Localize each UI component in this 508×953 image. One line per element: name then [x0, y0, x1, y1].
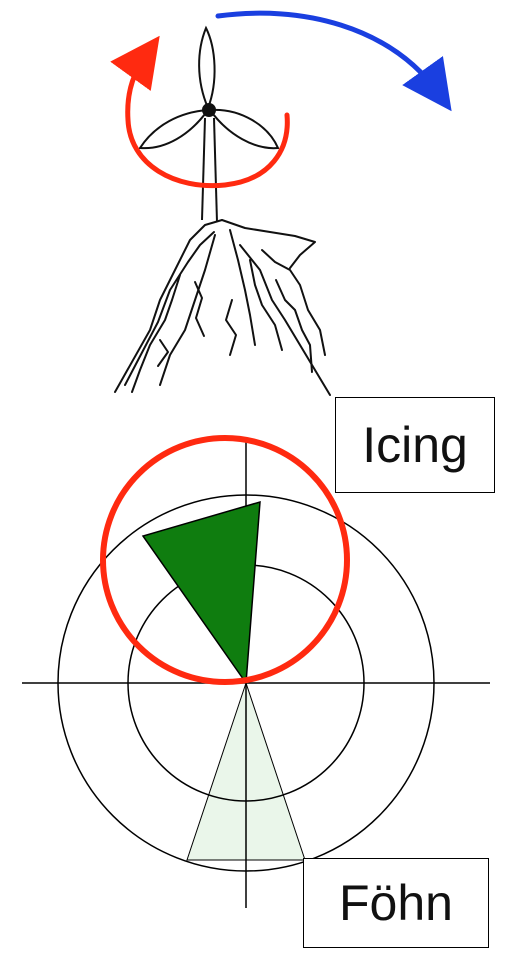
- turbine-tower: [202, 118, 217, 222]
- blade-right: [210, 110, 278, 148]
- turbine-sketch: [115, 13, 440, 395]
- icing-label-text: Icing: [362, 416, 468, 474]
- blade-up: [199, 28, 214, 108]
- turbine-hub: [203, 104, 215, 116]
- turbine-rotor: [140, 28, 278, 148]
- wind-rose: [22, 438, 490, 908]
- wind-direction-arrow: [218, 13, 440, 95]
- icing-sector: [143, 502, 260, 683]
- rotation-arrow: [128, 52, 288, 186]
- fohn-label-text: Föhn: [339, 874, 453, 932]
- fohn-label: Föhn: [303, 858, 489, 948]
- blade-left: [140, 110, 208, 148]
- icing-label: Icing: [335, 397, 495, 493]
- mountain-sketch: [115, 220, 330, 395]
